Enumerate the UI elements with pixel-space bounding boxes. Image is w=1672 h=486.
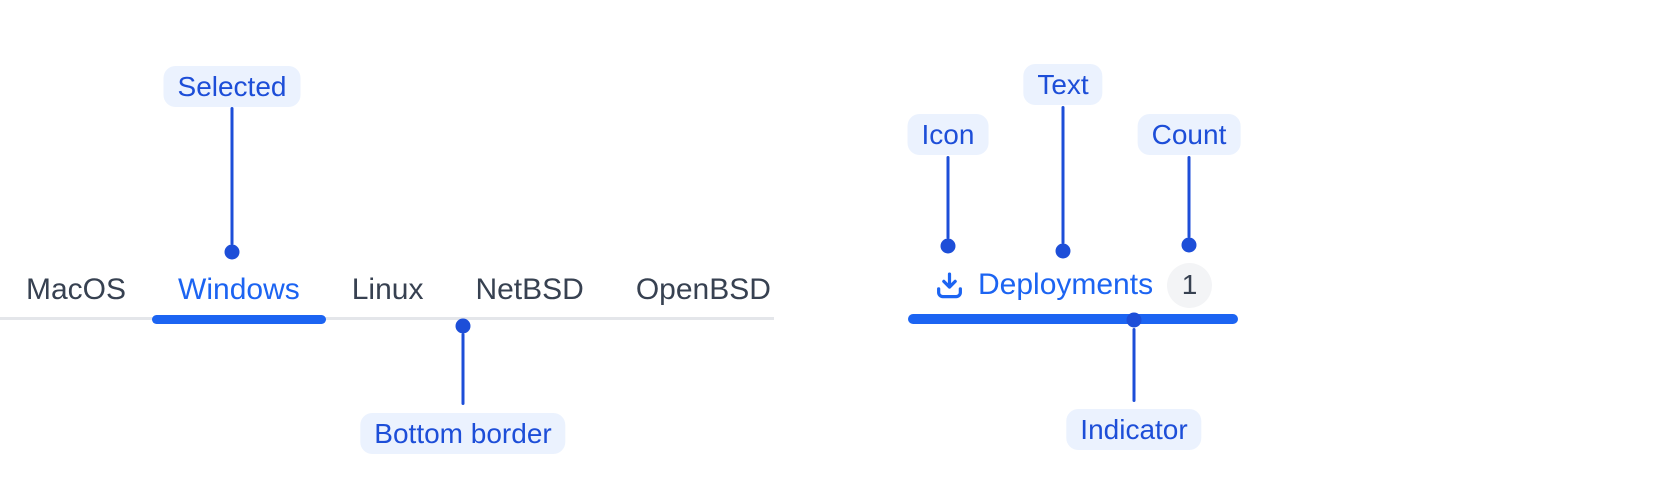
tab-macos[interactable]: MacOS [0, 262, 152, 317]
tab-openbsd[interactable]: OpenBSD [610, 262, 797, 317]
download-icon [937, 272, 962, 298]
leader-dot-count [1181, 237, 1197, 253]
callout-bottom-border-label: Bottom border [360, 413, 566, 454]
leader-line-count [1187, 156, 1191, 238]
tab-bar: MacOS Windows Linux NetBSD OpenBSD [0, 262, 774, 324]
callout-text-label: Text [1023, 64, 1103, 105]
leader-dot-indicator [1126, 312, 1142, 328]
leader-dot-selected [224, 244, 240, 260]
tab-linux[interactable]: Linux [326, 262, 450, 317]
tab-label: NetBSD [475, 272, 584, 306]
tab-label: OpenBSD [635, 272, 771, 306]
leader-line-icon [946, 156, 950, 239]
leader-dot-icon [940, 238, 956, 254]
tab-label: Linux [351, 272, 424, 306]
tab-windows[interactable]: Windows [152, 262, 326, 324]
leader-dot-text [1055, 243, 1071, 259]
leader-line-bottom-border [461, 333, 465, 405]
callout-count-label: Count [1137, 114, 1241, 155]
tab-count-badge: 1 [1167, 262, 1213, 308]
tab-deployments[interactable]: Deployments 1 [908, 260, 1238, 310]
leader-line-text [1061, 106, 1065, 244]
tab-netbsd[interactable]: NetBSD [449, 262, 609, 317]
tab-deployments-label: Deployments [978, 268, 1154, 301]
leader-dot-bottom-border [455, 318, 471, 334]
leader-line-indicator [1132, 328, 1136, 402]
active-tab-underline [152, 315, 326, 324]
tab-indicator [908, 314, 1238, 324]
callout-icon-label: Icon [907, 114, 989, 155]
callout-indicator-label: Indicator [1066, 409, 1202, 450]
leader-line-selected [230, 107, 234, 245]
tab-label: Windows [178, 272, 300, 306]
callout-selected-label: Selected [163, 66, 301, 107]
tab-label: MacOS [26, 272, 127, 306]
